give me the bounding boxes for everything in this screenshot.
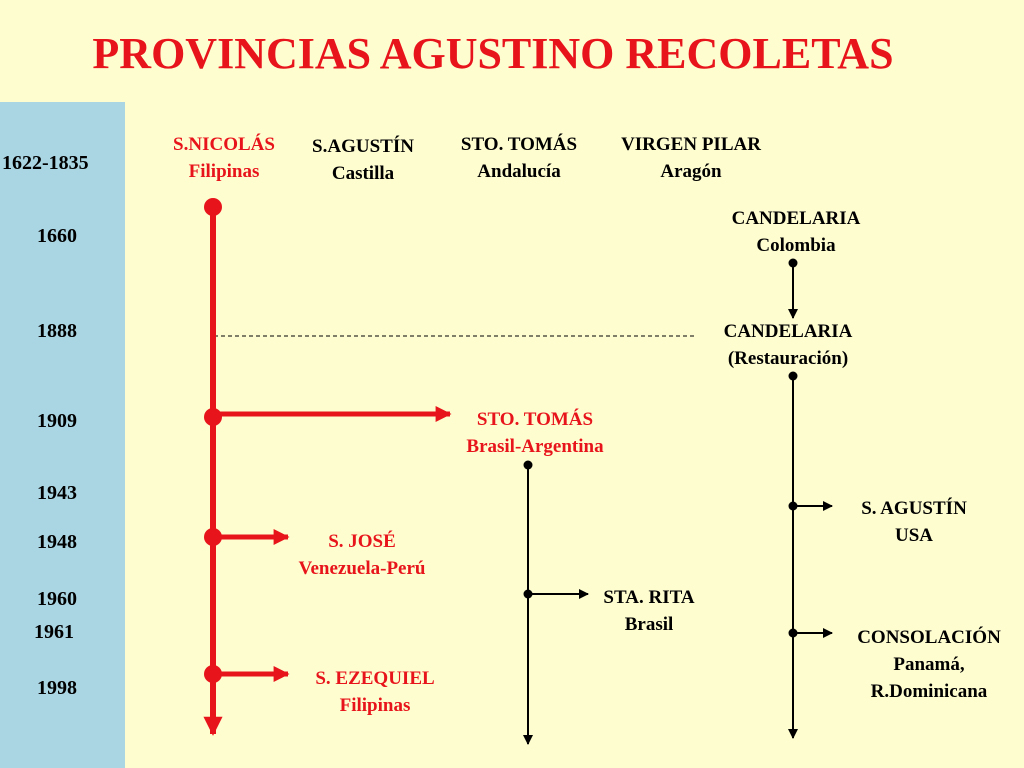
province-place: (Restauración) bbox=[727, 348, 849, 369]
province-nicolas: S.NICOLÁS Filipinas bbox=[173, 131, 275, 185]
year-1888: 1888 bbox=[37, 320, 77, 342]
province-place-2: R.Dominicana bbox=[870, 681, 988, 702]
province-name: VIRGEN PILAR bbox=[621, 134, 761, 155]
province-place: Panamá, bbox=[893, 654, 965, 675]
page-title: PROVINCIAS AGUSTINO RECOLETAS bbox=[92, 29, 894, 78]
province-name: S. AGUSTÍN bbox=[861, 498, 967, 519]
province-place: Castilla bbox=[331, 163, 395, 184]
year-1998: 1998 bbox=[37, 677, 77, 699]
province-name: S.AGUSTÍN bbox=[312, 136, 414, 157]
province-name: S. JOSÉ bbox=[328, 531, 396, 552]
province-name: STO. TOMÁS bbox=[460, 134, 578, 155]
province-place: Brasil bbox=[624, 614, 674, 635]
province-name: CANDELARIA bbox=[723, 321, 853, 342]
year-1948: 1948 bbox=[37, 531, 77, 553]
province-place: Venezuela-Perú bbox=[298, 558, 426, 579]
province-virgen-pilar: VIRGEN PILAR Aragón bbox=[621, 131, 761, 185]
province-jose: S. JOSÉ Venezuela-Perú bbox=[299, 528, 426, 582]
province-name: CONSOLACIÓN bbox=[857, 627, 1001, 648]
province-agustin-castilla: S.AGUSTÍN Castilla bbox=[312, 133, 414, 187]
province-name: STA. RITA bbox=[603, 587, 695, 608]
province-place: Colombia bbox=[756, 235, 836, 256]
province-place: Filipinas bbox=[188, 161, 260, 182]
province-candelaria: CANDELARIA Colombia bbox=[732, 205, 861, 259]
year-1960: 1960 bbox=[37, 588, 77, 610]
year-1660: 1660 bbox=[37, 225, 77, 247]
province-name: S.NICOLÁS bbox=[173, 134, 275, 155]
year-1622-1835: 1622-1835 bbox=[2, 152, 89, 174]
province-ezequiel: S. EZEQUIEL Filipinas bbox=[315, 665, 434, 719]
province-candelaria-restauracion: CANDELARIA (Restauración) bbox=[724, 318, 853, 372]
province-agustin-usa: S. AGUSTÍN USA bbox=[861, 495, 967, 549]
province-rita: STA. RITA Brasil bbox=[603, 584, 694, 638]
province-place: Filipinas bbox=[339, 695, 411, 716]
nicolas-dot bbox=[204, 198, 222, 216]
branch-1909-dot bbox=[204, 408, 222, 426]
year-1909: 1909 bbox=[37, 410, 77, 432]
province-place: Andalucía bbox=[477, 161, 561, 182]
province-name: CANDELARIA bbox=[731, 208, 861, 229]
province-tomas-brasil: STO. TOMÁS Brasil-Argentina bbox=[466, 406, 603, 460]
province-place: Brasil-Argentina bbox=[466, 436, 604, 457]
year-1961: 1961 bbox=[34, 621, 74, 643]
province-name: S. EZEQUIEL bbox=[315, 668, 435, 689]
province-tomas-andalucia: STO. TOMÁS Andalucía bbox=[461, 131, 577, 185]
province-place: USA bbox=[894, 525, 934, 546]
province-name: STO. TOMÁS bbox=[476, 409, 594, 430]
year-sidebar bbox=[0, 102, 125, 768]
province-place: Aragón bbox=[660, 161, 722, 182]
province-consolacion: CONSOLACIÓN Panamá, R.Dominicana bbox=[857, 624, 1001, 705]
year-1943: 1943 bbox=[37, 482, 77, 504]
